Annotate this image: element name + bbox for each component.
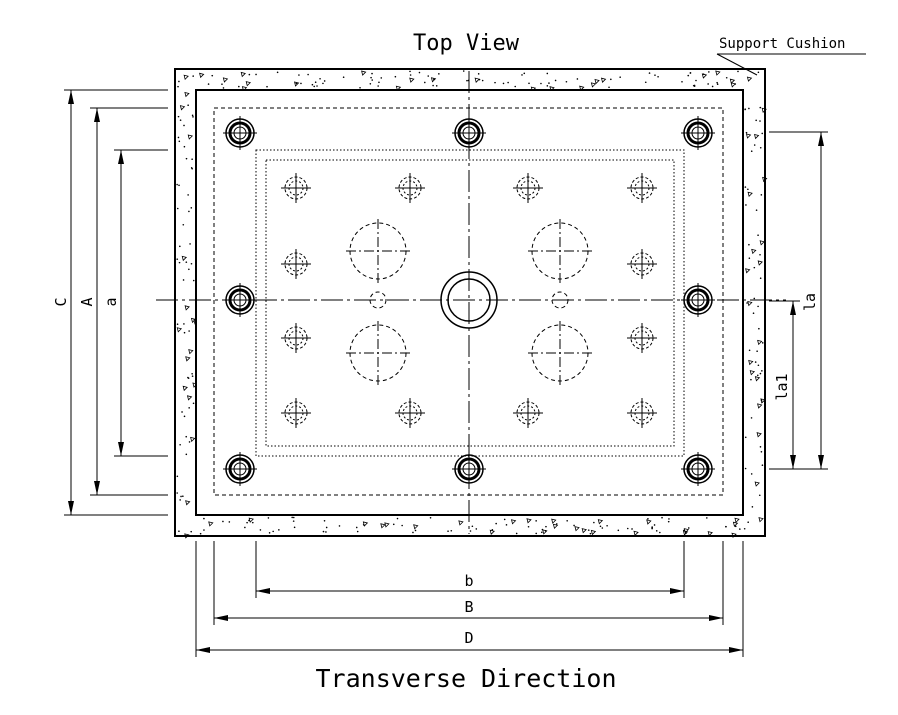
top-view-title: Top View — [413, 31, 520, 56]
dimension-label-la1: la1 — [773, 373, 791, 400]
concrete-speckle — [176, 70, 768, 539]
dashed-hole-icon — [395, 173, 425, 203]
bolt-circle-icon — [223, 452, 257, 486]
large-holes — [346, 219, 592, 385]
dashed-hole-icon — [627, 323, 657, 353]
dimension-label-B: B — [464, 598, 473, 616]
centerline-small-hole-left — [369, 291, 387, 309]
dimension-label-C: C — [52, 297, 70, 306]
dashed-hole-icon — [627, 249, 657, 279]
support-cushion-leader — [716, 53, 758, 76]
dashed-hole-icon — [281, 323, 311, 353]
dimension-label-b: b — [464, 572, 473, 590]
dimension-label-A: A — [78, 297, 96, 306]
dashed-hole-icon — [281, 173, 311, 203]
dashed-hole-icon — [281, 249, 311, 279]
bottom-dimension-arrows — [196, 588, 743, 653]
dashed-hole-icon — [513, 173, 543, 203]
support-cushion — [174, 68, 766, 537]
dashed-hole-icon — [627, 398, 657, 428]
dimension-label-D: D — [464, 629, 473, 647]
dashed-hole-icon — [627, 173, 657, 203]
bottom-dimension-lines — [195, 541, 744, 657]
large-dashed-hole-icon — [528, 219, 592, 283]
bolt-circle-icon — [452, 116, 486, 150]
dashed-hole-icon — [281, 398, 311, 428]
large-dashed-hole-icon — [346, 321, 410, 385]
dimension-label-la: la — [801, 293, 819, 311]
inner-plate-inner — [265, 159, 675, 447]
bolt-circle-icon — [681, 283, 715, 317]
dimension-label-a: a — [102, 297, 120, 306]
left-dimension-arrows — [68, 90, 124, 515]
dashed-hole-icon — [513, 398, 543, 428]
large-dashed-hole-icon — [528, 321, 592, 385]
support-cushion-label: Support Cushion — [719, 36, 845, 52]
left-dimension-lines — [64, 89, 168, 516]
centerline-small-hole-right — [551, 291, 569, 309]
large-dashed-hole-icon — [346, 219, 410, 283]
bolt-circle-icon — [223, 283, 257, 317]
bolt-circle-icon — [452, 452, 486, 486]
dashed-hole-icon — [395, 398, 425, 428]
center-hole-icon — [440, 271, 498, 329]
bolt-circle-icon — [681, 452, 715, 486]
right-dimension-arrows — [790, 132, 824, 469]
small-holes — [281, 173, 657, 428]
right-dimension-lines — [769, 131, 828, 470]
bolt-circle-icon — [681, 116, 715, 150]
anchor-bolts — [223, 116, 715, 486]
transverse-direction-caption: Transverse Direction — [315, 664, 616, 693]
bolt-circle-icon — [223, 116, 257, 150]
